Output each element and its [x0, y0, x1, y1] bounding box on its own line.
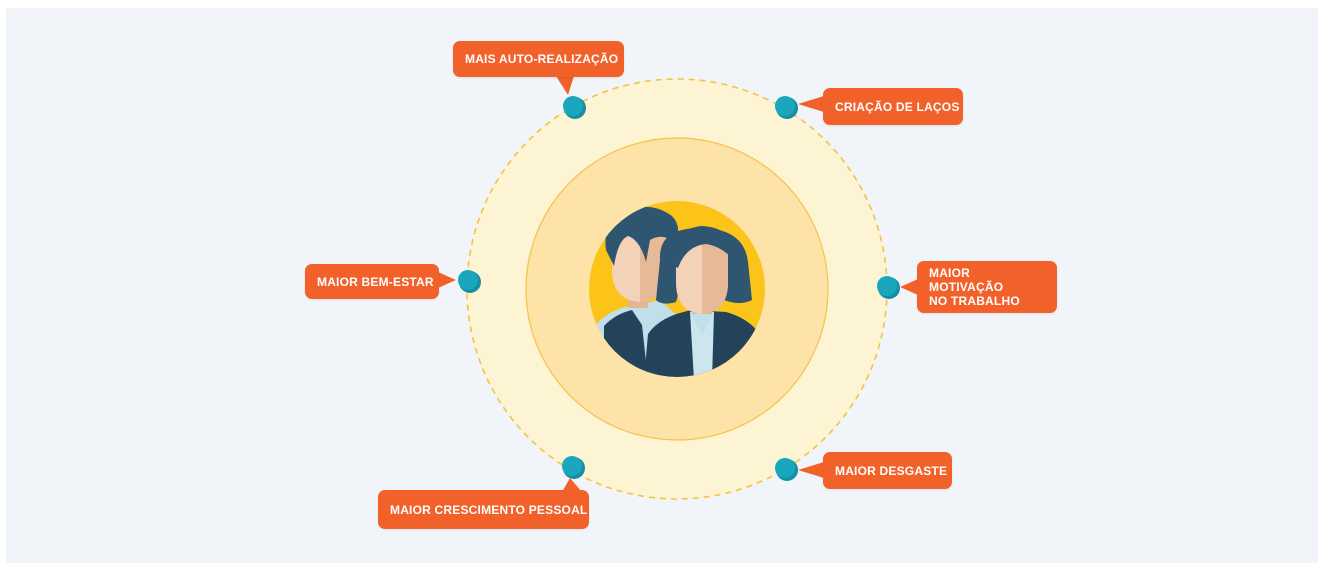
label-text: MAIOR DESGASTE [835, 463, 948, 478]
connector-dot-lacos [775, 96, 798, 119]
label-text: MAIOR MOTIVAÇÃO NO TRABALHO [929, 266, 1045, 308]
connector-dot-motivacao [877, 276, 900, 299]
pointer-lacos [798, 96, 824, 112]
label-maior-bem-estar: MAIOR BEM-ESTAR [305, 264, 439, 299]
pointer-desgaste [798, 462, 824, 478]
pointer-crescimento [562, 478, 582, 492]
label-line-1: MAIOR MOTIVAÇÃO [929, 266, 1004, 294]
label-text: MAIS AUTO-REALIZAÇÃO [465, 52, 619, 66]
pointer-auto-realizacao [556, 76, 574, 95]
label-maior-crescimento-pessoal: MAIOR CRESCIMENTO PESSOAL [378, 490, 589, 529]
label-criacao-de-lacos: CRIAÇÃO DE LAÇOS [823, 88, 963, 125]
label-maior-desgaste: MAIOR DESGASTE [823, 452, 952, 489]
connector-dot-desgaste [775, 458, 798, 481]
connector-dot-auto-realizacao [563, 96, 586, 119]
label-text: CRIAÇÃO DE LAÇOS [835, 99, 960, 114]
pointer-motivacao [900, 279, 918, 295]
label-maior-motivacao: MAIOR MOTIVAÇÃO NO TRABALHO [917, 261, 1057, 313]
label-text: MAIOR BEM-ESTAR [317, 274, 434, 289]
connector-dot-crescimento [562, 456, 585, 479]
connector-dot-bem-estar [458, 270, 481, 293]
pointer-bem-estar [438, 272, 456, 288]
label-mais-auto-realizacao: MAIS AUTO-REALIZAÇÃO [453, 41, 624, 77]
label-text: MAIOR CRESCIMENTO PESSOAL [390, 502, 588, 517]
label-line-2: NO TRABALHO [929, 294, 1020, 308]
